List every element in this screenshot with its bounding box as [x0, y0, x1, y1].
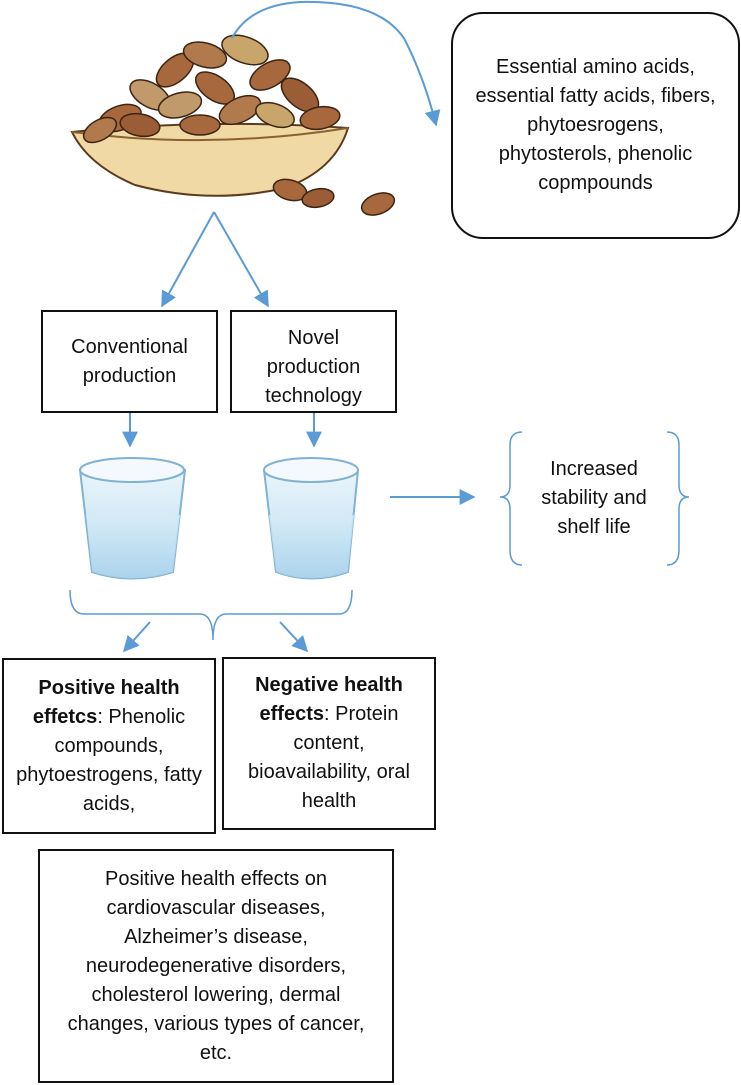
glass-novel-icon [262, 457, 360, 580]
negative-health-box: Negative health effects: Protein content… [222, 657, 436, 830]
arrow-to-nutrients [231, 0, 441, 127]
conventional-production-box: Conventional production [41, 310, 218, 413]
left-brace [499, 431, 523, 566]
arrow-to-conventional [161, 211, 215, 308]
health-outcomes-text: Positive health effects on cardiovascula… [67, 867, 365, 1064]
arrow-to-positive [122, 621, 151, 653]
stability-text: Increased stability and shelf life [541, 458, 647, 538]
arrow-to-negative [279, 621, 309, 653]
health-outcomes-box: Positive health effects on cardiovascula… [38, 849, 394, 1083]
negative-health-title: Negative health effects [255, 674, 403, 725]
right-brace [666, 431, 690, 566]
positive-health-title: Positive health effetcs [32, 676, 180, 728]
negative-health-text: : Protein content, bioavailability, oral… [248, 703, 410, 812]
novel-production-box: Novel production technology [230, 310, 397, 413]
positive-health-box: Positive health effetcs: Phenolic compou… [2, 658, 216, 834]
positive-health-text: : Phenolic compounds, phytoestrogens, fa… [16, 705, 202, 815]
conventional-production-text: Conventional production [71, 335, 188, 387]
novel-production-text: Novel production technology [265, 327, 362, 407]
nutrients-box: Essential amino acids, essential fatty a… [451, 12, 740, 239]
glass-conventional-icon [78, 457, 187, 580]
nutrients-text: Essential amino acids, essential fatty a… [475, 56, 716, 194]
bottom-brace [69, 589, 353, 641]
nut-bowl-illustration [70, 34, 396, 216]
arrow-to-novel [213, 211, 269, 308]
